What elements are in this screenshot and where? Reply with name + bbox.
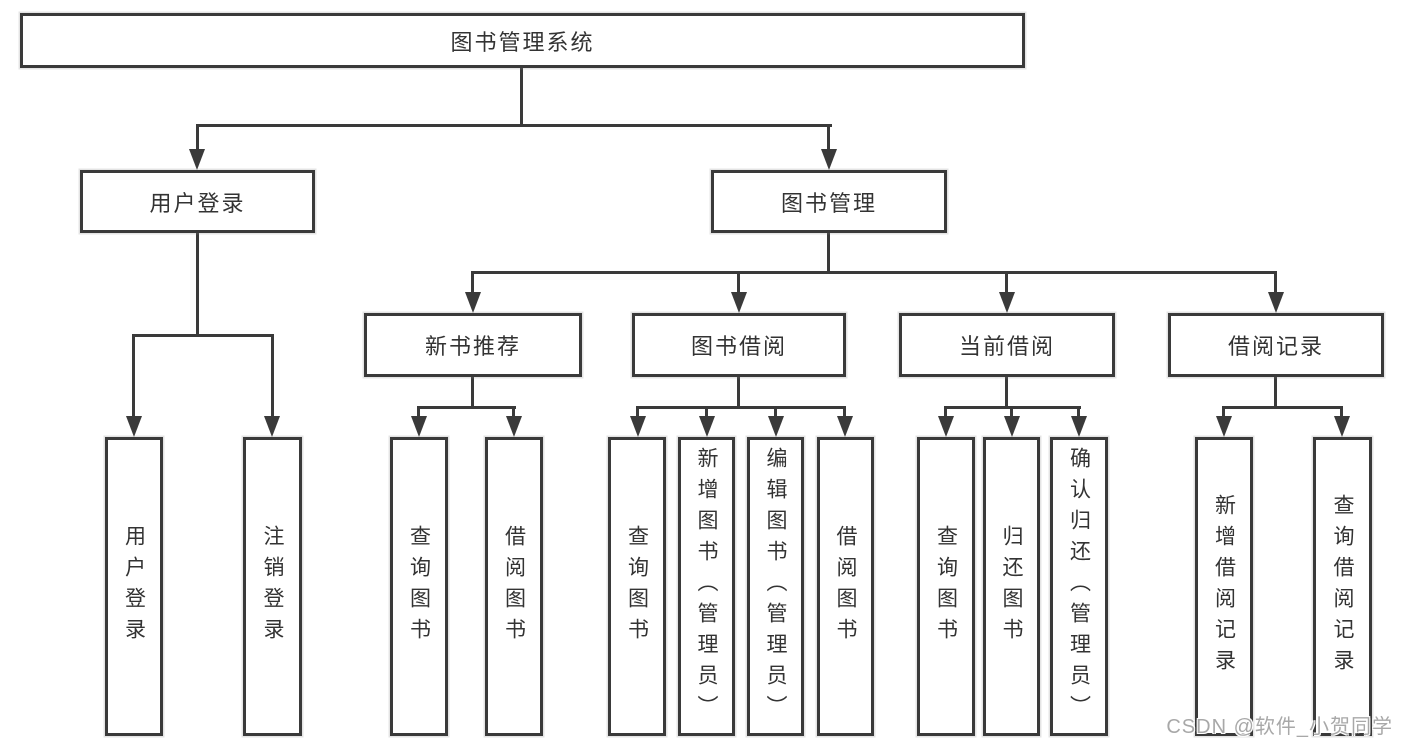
arrow-down-icon (1216, 416, 1232, 437)
connector (1010, 406, 1013, 420)
node-user-login: 用户登录 (80, 170, 315, 233)
leaf-logout: 注销登录 (243, 437, 302, 736)
node-book-management: 图书管理 (711, 170, 947, 233)
leaf-query-borrow-record: 查询借阅记录 (1313, 437, 1372, 736)
connector (196, 124, 199, 154)
connector (737, 271, 740, 295)
leaf-borrow-books-recommend: 借阅图书 (485, 437, 543, 736)
node-borrow-records: 借阅记录 (1168, 313, 1384, 377)
connector (417, 406, 516, 409)
connector (1077, 406, 1080, 420)
connector (737, 377, 740, 408)
connector (944, 406, 947, 420)
connector (1005, 271, 1008, 295)
connector (827, 124, 830, 154)
leaf-add-borrow-record: 新增借阅记录 (1195, 437, 1253, 736)
arrow-down-icon (465, 292, 481, 313)
leaf-label: 查询图书 (625, 524, 649, 649)
leaf-confirm-return-admin: 确认归还（管理员） (1050, 437, 1108, 736)
connector (827, 233, 830, 274)
csdn-watermark: CSDN @软件_小贺同学 (1166, 716, 1393, 738)
leaf-label: 归还图书 (1000, 524, 1023, 649)
node-library-management-system: 图书管理系统 (20, 13, 1025, 68)
connector (471, 271, 474, 295)
connector (1005, 377, 1008, 408)
leaf-borrow-books: 借阅图书 (817, 437, 874, 736)
connector (636, 406, 846, 409)
connector (774, 406, 777, 420)
connector (843, 406, 846, 420)
connector (1222, 406, 1343, 409)
leaf-label: 借阅图书 (502, 524, 526, 649)
arrow-down-icon (1334, 416, 1350, 437)
arrow-down-icon (837, 416, 853, 437)
connector (520, 68, 523, 126)
arrow-down-icon (821, 149, 837, 170)
node-current-borrowing: 当前借阅 (899, 313, 1115, 377)
connector (196, 233, 199, 336)
arrow-down-icon (938, 416, 954, 437)
arrow-down-icon (126, 416, 142, 437)
leaf-label: 新增借阅记录 (1212, 493, 1236, 680)
connector (196, 124, 832, 127)
connector (705, 406, 708, 420)
leaf-label: 借阅图书 (834, 524, 857, 649)
arrow-down-icon (264, 416, 280, 437)
connector (471, 271, 1277, 274)
connector (132, 334, 135, 418)
connector (512, 406, 515, 420)
leaf-user-login: 用户登录 (105, 437, 163, 736)
arrow-down-icon (768, 416, 784, 437)
connector (1340, 406, 1343, 420)
node-new-book-recommend: 新书推荐 (364, 313, 582, 377)
leaf-return-books: 归还图书 (983, 437, 1040, 736)
arrow-down-icon (1268, 292, 1284, 313)
connector (1274, 271, 1277, 295)
arrow-down-icon (1071, 416, 1087, 437)
arrow-down-icon (189, 149, 205, 170)
connector (271, 334, 274, 418)
leaf-label: 注销登录 (261, 524, 284, 649)
leaf-label: 确认归还（管理员） (1067, 447, 1091, 726)
connector (417, 406, 420, 420)
leaf-label: 查询借阅记录 (1331, 493, 1354, 680)
leaf-query-books-current: 查询图书 (917, 437, 975, 736)
leaf-label: 查询图书 (934, 524, 958, 649)
arrow-down-icon (506, 416, 522, 437)
leaf-label: 编辑图书（管理员） (764, 447, 787, 726)
connector (1222, 406, 1225, 420)
leaf-label: 用户登录 (122, 524, 146, 649)
arrow-down-icon (999, 292, 1015, 313)
arrow-down-icon (731, 292, 747, 313)
arrow-down-icon (411, 416, 427, 437)
leaf-label: 查询图书 (407, 524, 431, 649)
leaf-edit-books-admin: 编辑图书（管理员） (747, 437, 804, 736)
leaf-query-books-recommend: 查询图书 (390, 437, 448, 736)
connector (636, 406, 639, 420)
connector (471, 377, 474, 408)
connector (132, 334, 274, 337)
leaf-query-books-borrowing: 查询图书 (608, 437, 666, 736)
leaf-add-books-admin: 新增图书（管理员） (678, 437, 735, 736)
connector (1274, 377, 1277, 408)
leaf-label: 新增图书（管理员） (695, 447, 718, 726)
node-book-borrowing: 图书借阅 (632, 313, 846, 377)
arrow-down-icon (1004, 416, 1020, 437)
arrow-down-icon (699, 416, 715, 437)
arrow-down-icon (630, 416, 646, 437)
